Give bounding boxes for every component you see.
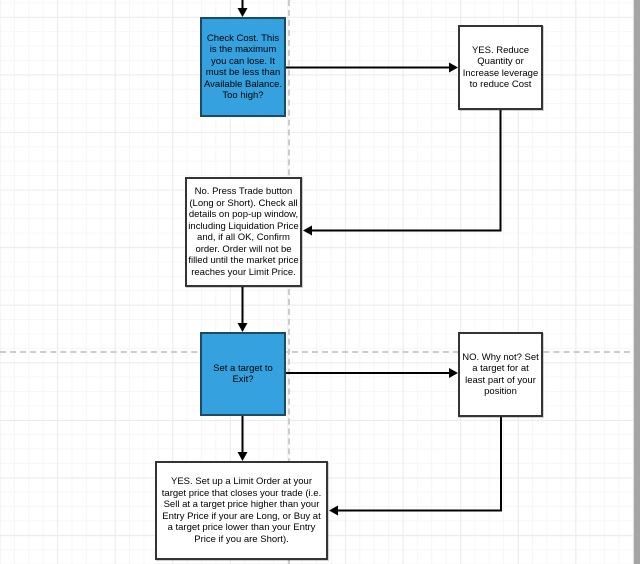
node-press-trade-button[interactable]: No. Press Trade button (Long or Short). … bbox=[185, 177, 302, 287]
page-break-horizontal bbox=[0, 351, 640, 353]
arrowhead-down-icon bbox=[237, 8, 248, 17]
arrowhead-left-icon bbox=[303, 225, 312, 236]
node-press-trade-button-label: No. Press Trade button (Long or Short). … bbox=[188, 186, 299, 278]
arrowhead-right-icon bbox=[449, 368, 458, 378]
arrowhead-left-icon bbox=[329, 505, 338, 516]
node-set-target-to-exit-label: Set a target to Exit? bbox=[213, 362, 273, 386]
arrowhead-down-icon bbox=[237, 323, 248, 332]
arrowhead-right-icon bbox=[449, 62, 458, 73]
edge-yes-to-press-trade[interactable] bbox=[312, 110, 502, 232]
arrowhead-down-icon bbox=[237, 452, 248, 461]
node-check-cost[interactable]: Check Cost. This is the maximum you can … bbox=[200, 17, 286, 117]
node-no-why-not[interactable]: NO. Why not? Set a target for at least p… bbox=[458, 332, 543, 417]
node-yes-reduce-quantity[interactable]: YES. Reduce Quantity or Increase leverag… bbox=[458, 25, 543, 110]
node-check-cost-label: Check Cost. This is the maximum you can … bbox=[204, 32, 282, 102]
node-no-why-not-label: NO. Why not? Set a target for at least p… bbox=[462, 351, 539, 398]
vertical-scrollbar[interactable] bbox=[633, 0, 640, 564]
node-set-target-to-exit[interactable]: Set a target to Exit? bbox=[200, 332, 286, 416]
node-limit-order[interactable]: YES. Set up a Limit Order at your target… bbox=[155, 461, 328, 560]
node-limit-order-label: YES. Set up a Limit Order at your target… bbox=[161, 476, 322, 545]
edge-no-to-limit-order[interactable] bbox=[338, 417, 502, 512]
node-yes-reduce-quantity-label: YES. Reduce Quantity or Increase leverag… bbox=[462, 44, 539, 91]
